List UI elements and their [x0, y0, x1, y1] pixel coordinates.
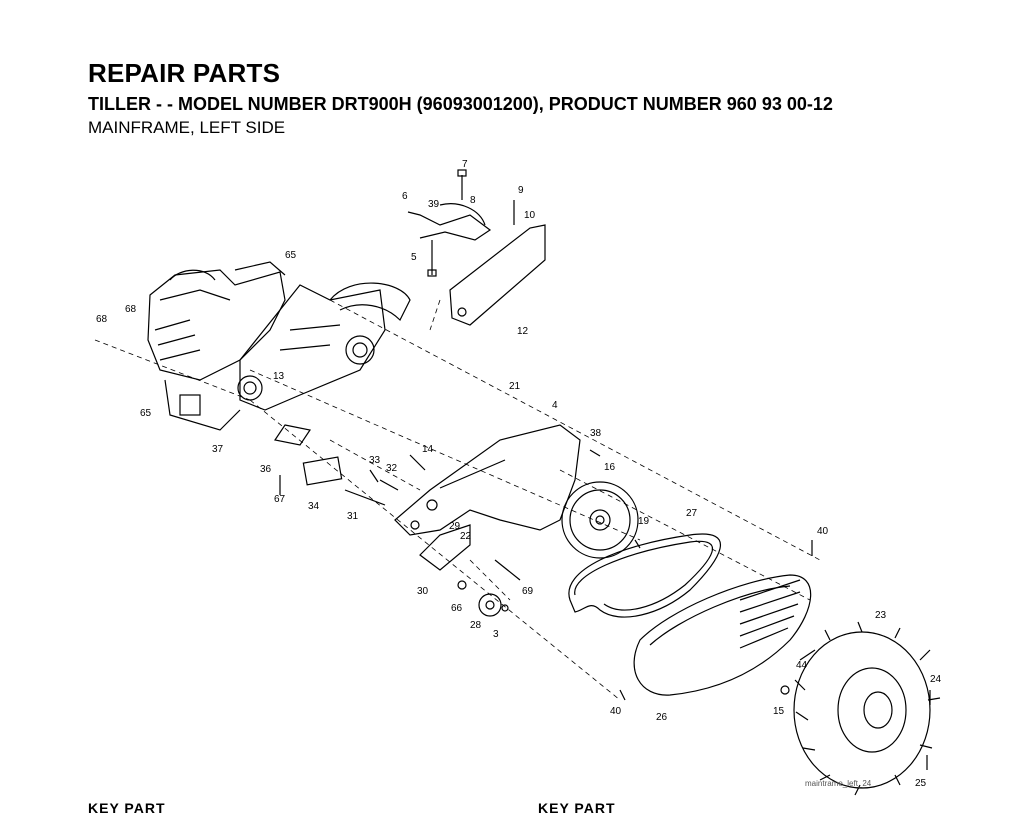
small-hardware: [279, 449, 813, 701]
image-code: maintrame_left_24: [805, 779, 872, 788]
model-subtitle: TILLER - - MODEL NUMBER DRT900H (9609300…: [88, 94, 833, 114]
callout-22: 22: [460, 531, 472, 542]
callout-5: 5: [411, 252, 417, 263]
callout-4: 4: [552, 400, 558, 411]
callout-9: 9: [518, 185, 524, 196]
callout-65-top: 65: [285, 250, 297, 261]
mainframe: [237, 282, 411, 446]
callout-10: 10: [524, 210, 536, 221]
callout-21: 21: [509, 381, 521, 392]
page-title: REPAIR PARTS: [88, 58, 281, 88]
callout-25: 25: [915, 778, 927, 789]
callout-38: 38: [590, 428, 602, 439]
callout-40-top: 40: [817, 526, 829, 537]
callout-32: 32: [386, 463, 398, 474]
callout-68-left: 68: [96, 314, 108, 325]
callout-8: 8: [470, 195, 476, 206]
drive-belt: [568, 533, 721, 618]
diagram-artwork: [94, 169, 941, 796]
callout-37: 37: [212, 444, 224, 455]
callout-27: 27: [686, 508, 698, 519]
callout-69: 69: [522, 586, 534, 597]
callout-16: 16: [604, 462, 616, 473]
callout-labels: 7 6 39 8 9 10 5 65 68 68 12 13 65 21 4 3…: [96, 159, 942, 789]
callout-34: 34: [308, 501, 320, 512]
engine: [147, 261, 286, 431]
callout-7: 7: [462, 159, 468, 170]
callout-24: 24: [930, 674, 942, 685]
callout-15: 15: [773, 706, 785, 717]
callout-39: 39: [428, 199, 440, 210]
callout-30: 30: [417, 586, 429, 597]
callout-28: 28: [470, 620, 482, 631]
assembly-lines: [94, 299, 821, 701]
callout-44: 44: [796, 660, 808, 671]
section-title: MAINFRAME, LEFT SIDE: [88, 118, 286, 137]
belt-cover: [633, 574, 812, 696]
callout-36: 36: [260, 464, 272, 475]
wheel: [780, 621, 941, 796]
drive-pulley: [561, 481, 639, 559]
callout-33: 33: [369, 455, 381, 466]
callout-26: 26: [656, 712, 668, 723]
callout-6: 6: [402, 191, 408, 202]
callout-68-right: 68: [125, 304, 137, 315]
callout-66: 66: [451, 603, 463, 614]
callout-65-bottom: 65: [140, 408, 152, 419]
callout-67: 67: [274, 494, 286, 505]
table-header-right: KEY PART: [538, 800, 616, 816]
callout-14: 14: [422, 444, 434, 455]
callout-40-bottom: 40: [610, 706, 622, 717]
callout-23: 23: [875, 610, 887, 621]
table-header-left: KEY PART: [88, 800, 166, 816]
depth-bar-assembly: [407, 169, 546, 326]
chain-case-plate: [394, 424, 581, 536]
callout-12: 12: [517, 326, 529, 337]
callout-29: 29: [449, 521, 461, 532]
callout-13: 13: [273, 371, 285, 382]
callout-3: 3: [493, 629, 499, 640]
callout-19: 19: [638, 516, 650, 527]
callout-31: 31: [347, 511, 359, 522]
